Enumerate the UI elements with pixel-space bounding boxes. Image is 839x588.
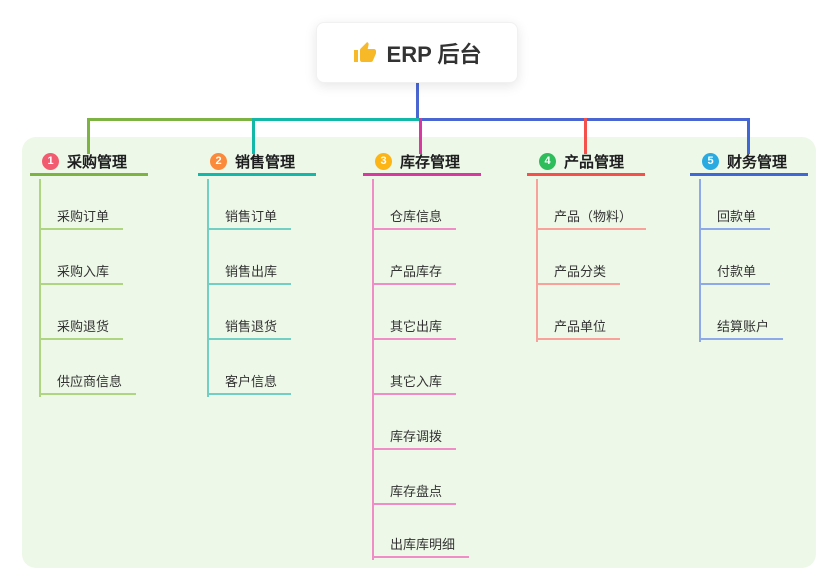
subtopic[interactable]: 销售退货	[207, 314, 292, 340]
subtopic[interactable]: 仓库信息	[372, 204, 457, 230]
connector-trunk-green	[87, 118, 253, 121]
subtopic[interactable]: 回款单	[699, 204, 771, 230]
subtopic[interactable]: 产品单位	[536, 314, 621, 340]
subtopic[interactable]: 产品分类	[536, 259, 621, 285]
connector-root-drop	[416, 83, 419, 119]
branch-topic-label: 产品管理	[564, 153, 625, 171]
branch-topic-label: 库存管理	[400, 153, 461, 171]
priority-badge-3: 3	[375, 152, 392, 170]
branch-topic-label: 财务管理	[727, 153, 788, 171]
branch-topic-product[interactable]: 4 产品管理	[527, 149, 645, 176]
subtopic[interactable]: 其它出库	[372, 314, 457, 340]
subtopic[interactable]: 出库库明细	[372, 532, 470, 558]
branch-topic-finance[interactable]: 5 财务管理	[690, 149, 808, 176]
branch-topic-label: 采购管理	[67, 153, 128, 171]
connector-drop-branch4	[584, 118, 587, 154]
subtopic[interactable]: 库存调拨	[372, 424, 457, 450]
subtopic[interactable]: 库存盘点	[372, 479, 457, 505]
branch-topic-label: 销售管理	[235, 153, 296, 171]
connector-drop-branch5	[747, 118, 750, 154]
root-topic-label: ERP 后台	[386, 41, 482, 67]
subtopic[interactable]: 销售订单	[207, 204, 292, 230]
branches-panel	[22, 137, 816, 568]
connector-drop-branch2	[252, 118, 255, 154]
subtopic[interactable]: 销售出库	[207, 259, 292, 285]
subtopic[interactable]: 客户信息	[207, 369, 292, 395]
thumbs-up-icon	[353, 41, 377, 65]
subtopic[interactable]: 产品（物料）	[536, 204, 647, 230]
branch5-spine	[699, 179, 701, 342]
subtopic[interactable]: 采购订单	[39, 204, 124, 230]
branch3-spine	[372, 179, 374, 560]
branch2-spine	[207, 179, 209, 397]
connector-drop-branch3	[419, 118, 422, 154]
branch-topic-purchase[interactable]: 1 采购管理	[30, 149, 148, 176]
priority-badge-1: 1	[42, 152, 59, 170]
connector-trunk-teal	[253, 118, 419, 121]
branch-topic-sales[interactable]: 2 销售管理	[198, 149, 316, 176]
root-topic[interactable]: ERP 后台	[316, 22, 518, 83]
subtopic[interactable]: 采购退货	[39, 314, 124, 340]
subtopic[interactable]: 供应商信息	[39, 369, 137, 395]
subtopic[interactable]: 付款单	[699, 259, 771, 285]
branch1-spine	[39, 179, 41, 397]
subtopic[interactable]: 结算账户	[699, 314, 784, 340]
priority-badge-2: 2	[210, 152, 227, 170]
branch-topic-inventory[interactable]: 3 库存管理	[363, 149, 481, 176]
connector-drop-branch1	[87, 118, 90, 154]
subtopic[interactable]: 其它入库	[372, 369, 457, 395]
priority-badge-4: 4	[539, 152, 556, 170]
priority-badge-5: 5	[702, 152, 719, 170]
subtopic[interactable]: 产品库存	[372, 259, 457, 285]
subtopic[interactable]: 采购入库	[39, 259, 124, 285]
branch4-spine	[536, 179, 538, 342]
